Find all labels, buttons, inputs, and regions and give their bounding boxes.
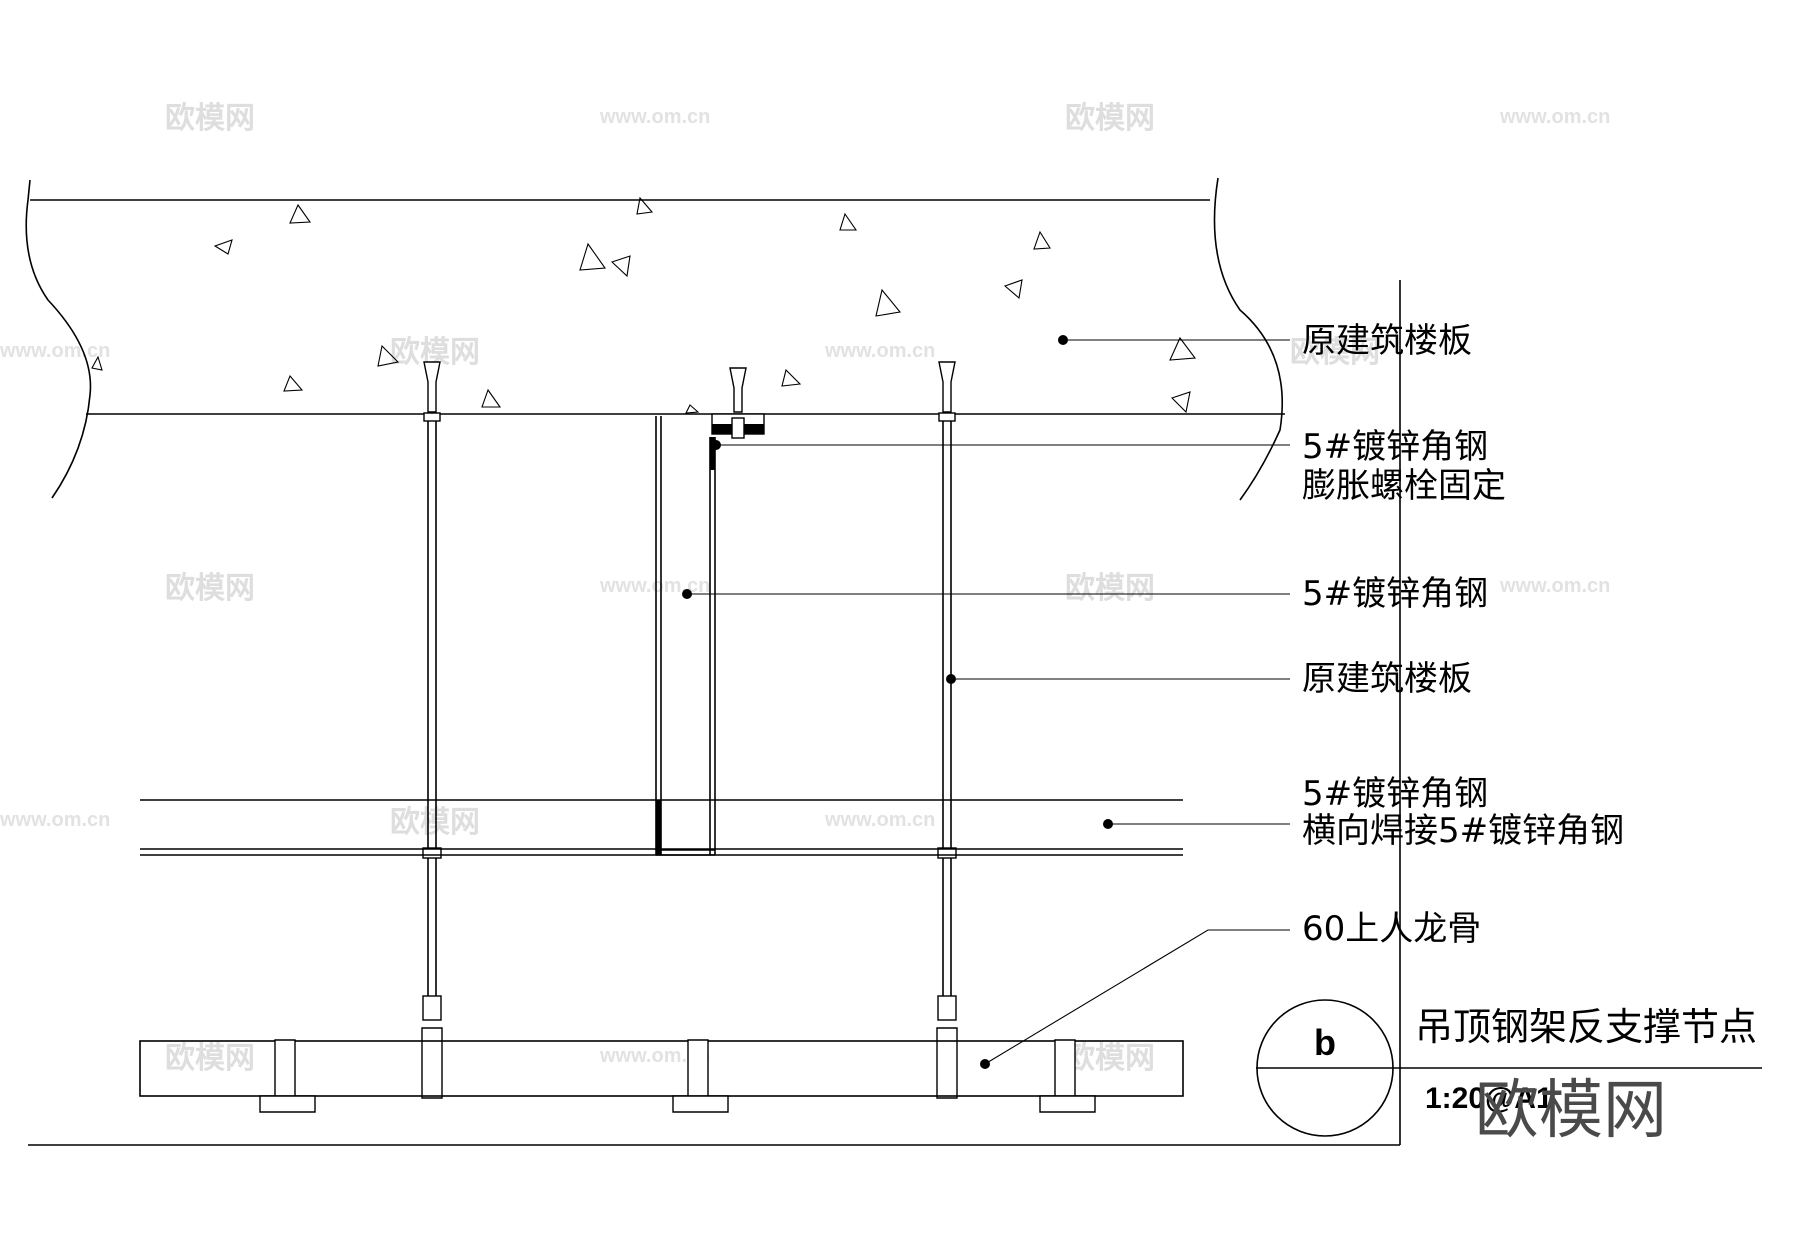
annotation-labels: 原建筑楼板 5#镀锌角钢 膨胀螺栓固定 5#镀锌角钢 原建筑楼板 5#镀锌角钢 … [1302,321,1624,949]
watermark-layer: 欧模网 欧模网 欧模网 欧模网 欧模网 欧模网 欧模网 欧模网 欧模网 www.… [0,101,1610,1076]
concrete-aggregate-pattern [91,196,1197,414]
angle-steel-vertical [655,413,765,856]
watermark-url: www.om.cn [599,106,710,128]
label-expansion-bolt: 膨胀螺栓固定 [1302,466,1506,506]
watermark-brand: 欧模网 [1065,101,1155,136]
watermark-url: www.om.cn [0,809,110,831]
detail-title: 吊顶钢架反支撑节点 [1415,1005,1757,1049]
watermark-url: www.om.cn [824,809,935,831]
watermark-brand: 欧模网 [1290,335,1380,370]
label-angle-vertical: 5#镀锌角钢 [1302,574,1488,614]
anchor-bolt-middle [729,367,747,413]
label-slab: 原建筑楼板 [1302,321,1472,361]
watermark-url: www.om.cn [0,340,110,362]
concrete-slab [25,177,1285,501]
label-welded-angle: 横向焊接5#镀锌角钢 [1302,811,1624,851]
hanger-rod-left [421,361,443,1099]
watermark-url: www.om.cn [599,575,710,597]
drawing-frame [28,280,1401,1146]
watermark-brand: 欧模网 [390,805,480,840]
watermark-url: www.om.cn [599,1045,710,1067]
keel-clip [1039,1039,1096,1113]
label-angle-horizontal: 5#镀锌角钢 [1302,774,1488,814]
label-angle-anchor: 5#镀锌角钢 [1302,427,1488,467]
angle-steel-horizontal [140,799,1183,856]
hanger-rod-right [936,361,958,1099]
watermark-brand: 欧模网 [165,101,255,136]
watermark-brand: 欧模网 [165,1041,255,1076]
watermark-brand: 欧模网 [1065,1041,1155,1076]
keel-clip [259,1039,316,1113]
keel-clip [672,1039,729,1113]
watermark-url: www.om.cn [1499,106,1610,128]
detail-title-block: b 吊顶钢架反支撑节点 1:20@A1 [1256,999,1762,1137]
ceiling-keel-60 [139,1039,1184,1113]
watermark-brand: 欧模网 [165,571,255,606]
brand-logo-watermark: 欧模网 [1475,1074,1667,1148]
watermark-url: www.om.cn [1499,575,1610,597]
leader-lines [682,335,1290,1069]
detail-symbol: b [1314,1022,1336,1063]
watermark-brand: 欧模网 [1065,571,1155,606]
label-keel: 60上人龙骨 [1302,909,1481,949]
detail-scale: 1:20@A1 [1425,1082,1553,1115]
watermark-url: www.om.cn [824,340,935,362]
label-slab-rod: 原建筑楼板 [1302,659,1472,699]
